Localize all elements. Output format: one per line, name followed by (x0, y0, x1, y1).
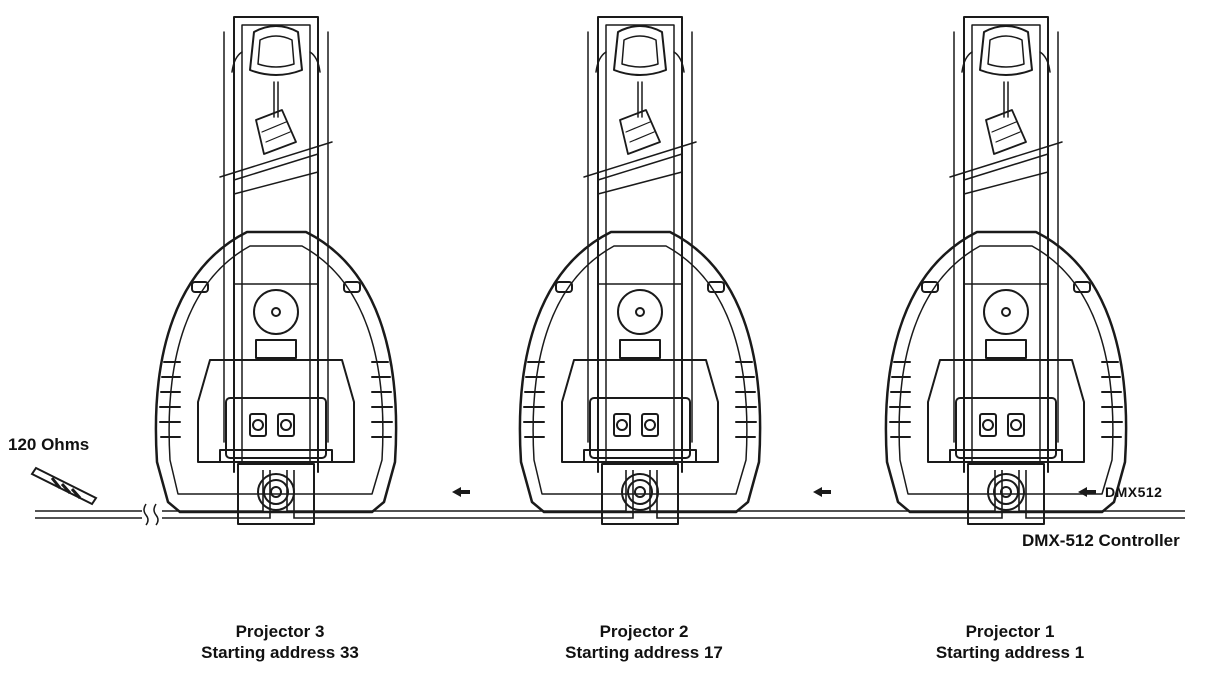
signal-arrow-icon (813, 487, 831, 497)
cable-break-icon (143, 503, 159, 526)
terminator-resistor-icon (30, 466, 98, 506)
projector-address: Starting address 17 (565, 643, 723, 662)
controller-label: DMX-512 Controller (1022, 531, 1180, 550)
signal-arrow-icon (1078, 487, 1096, 497)
projector-address: Starting address 33 (201, 643, 359, 662)
signal-arrow-icon (452, 487, 470, 497)
projector-3-caption: Projector 3 Starting address 33 (160, 621, 400, 663)
terminator-label: 120 Ohms (8, 435, 90, 454)
projector-name: Projector 3 (235, 622, 325, 641)
projector-1-caption: Projector 1 Starting address 1 (890, 621, 1130, 663)
signal-label: DMX512 (1105, 484, 1163, 500)
moving-head-projector-icon (518, 15, 762, 526)
moving-head-projector-icon (154, 15, 398, 526)
moving-head-projector-icon (884, 15, 1128, 526)
projector-name: Projector 2 (599, 622, 689, 641)
projector-name: Projector 1 (965, 622, 1055, 641)
projector-address: Starting address 1 (935, 643, 1085, 662)
projector-2-caption: Projector 2 Starting address 17 (524, 621, 764, 663)
